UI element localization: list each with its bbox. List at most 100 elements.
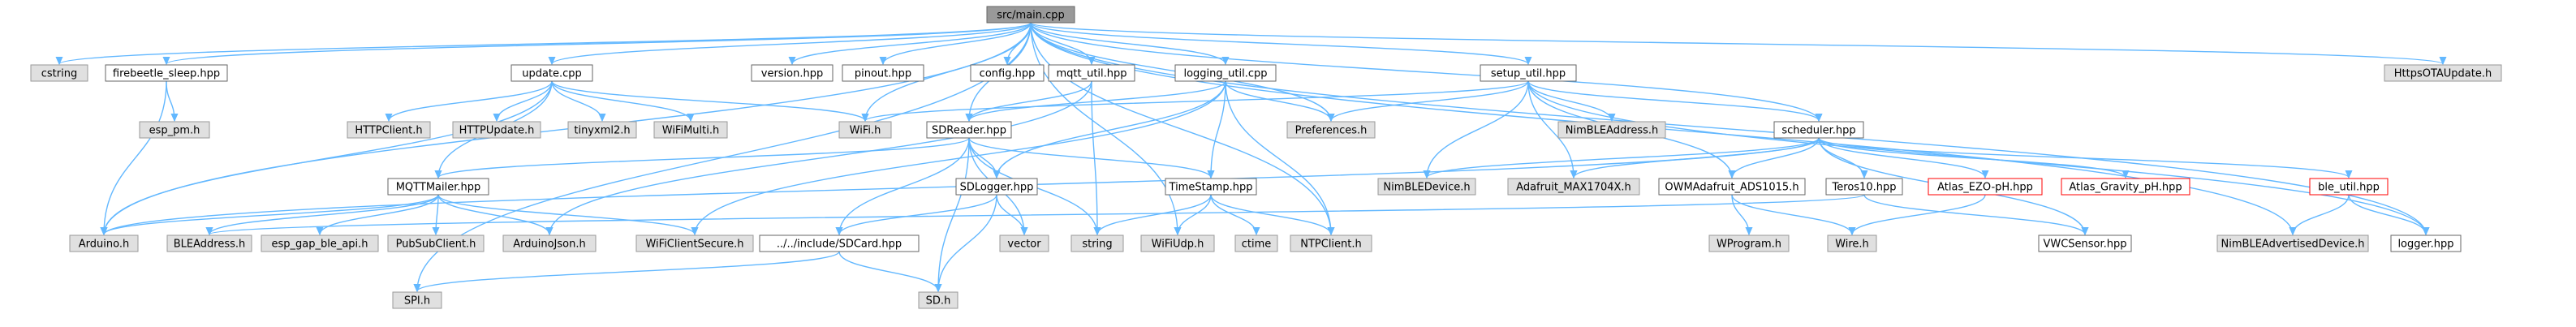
node-owm[interactable]: OWMAdafruit_ADS1015.h — [1658, 178, 1806, 196]
edge-setup_util-to-wifi — [865, 80, 1529, 121]
node-ntpclient-box — [1290, 234, 1372, 252]
node-mqtt_util[interactable]: mqtt_util.hpp — [1048, 64, 1135, 82]
edge-main-to-firebeetle — [166, 22, 1032, 64]
edge-main-to-ntpclient — [1030, 22, 1331, 234]
node-preferences-box — [1286, 121, 1376, 139]
node-setup_util[interactable]: setup_util.hpp — [1480, 64, 1577, 82]
node-tinyxml2: tinyxml2.h — [567, 121, 637, 139]
node-pinout[interactable]: pinout.hpp — [842, 64, 924, 82]
node-spi: SPI.h — [392, 291, 442, 309]
node-nimbledevice-box — [1377, 178, 1476, 196]
edge-main-to-update — [552, 22, 1032, 64]
node-owm-label: OWMAdafruit_ADS1015.h — [1665, 182, 1798, 194]
node-httpclient-label: HTTPClient.h — [355, 125, 422, 137]
node-logger-box — [2390, 234, 2462, 252]
node-max1704x: Adafruit_MAX1704X.h — [1507, 178, 1640, 196]
node-gapble: esp_gap_ble_api.h — [261, 234, 379, 252]
node-wifi-box — [838, 121, 892, 139]
edge-timestamp-to-ctime — [1210, 194, 1256, 234]
node-sdreader[interactable]: SDReader.hpp — [926, 121, 1012, 139]
edge-scheduler-to-ezo — [1818, 137, 1985, 178]
edge-setup_util-to-preferences — [1331, 80, 1529, 121]
node-bleaddress: BLEAddress.h — [166, 234, 252, 252]
node-firebeetle[interactable]: firebeetle_sleep.hpp — [105, 64, 228, 82]
node-sdlogger[interactable]: SDLogger.hpp — [955, 178, 1038, 196]
edge-mqttmailer-to-pubsub — [436, 194, 438, 234]
node-wprogram: WProgram.h — [1708, 234, 1790, 252]
node-timestamp-label: TimeStamp.hpp — [1169, 182, 1253, 194]
edge-setup_util-to-nimbleaddress — [1527, 80, 1612, 121]
node-sdcard[interactable]: ../../include/SDCard.hpp — [759, 234, 920, 252]
node-firebeetle-label: firebeetle_sleep.hpp — [113, 68, 220, 80]
node-pubsub-label: PubSubClient.h — [396, 239, 476, 251]
node-wifimulti-label: WiFiMulti.h — [662, 125, 719, 137]
node-wifi: WiFi.h — [838, 121, 892, 139]
node-string-box — [1070, 234, 1124, 252]
node-logging_util-label: logging_util.cpp — [1183, 68, 1267, 80]
node-wire-label: Wire.h — [1835, 239, 1869, 251]
node-ezo[interactable]: Atlas_EZO-pH.hpp — [1928, 178, 2043, 196]
node-logging_util-box — [1174, 64, 1277, 82]
node-nimbledevice-label: NimBLEDevice.h — [1383, 182, 1470, 194]
node-httpsota: HttpsOTAUpdate.h — [2384, 64, 2502, 82]
node-teros[interactable]: Teros10.hpp — [1825, 178, 1903, 196]
node-timestamp[interactable]: TimeStamp.hpp — [1165, 178, 1257, 196]
edge-sdlogger-to-sd — [938, 194, 997, 291]
edge-main-to-version — [792, 22, 1032, 64]
edge-mqttmailer-to-arduino — [104, 194, 439, 234]
node-firebeetle-box — [105, 64, 228, 82]
node-sd-label: SD.h — [926, 295, 951, 308]
edge-sdlogger-to-sdcard — [839, 194, 997, 234]
node-pinout-label: pinout.hpp — [855, 68, 911, 80]
node-ctime-box — [1234, 234, 1278, 252]
node-ctime: ctime — [1234, 234, 1278, 252]
node-ble_util-label: ble_util.hpp — [2318, 182, 2380, 194]
node-mqttmailer[interactable]: MQTTMailer.hpp — [387, 178, 489, 196]
edge-scheduler-to-ble_util — [1818, 137, 2349, 178]
node-arduinojson: ArduinoJson.h — [502, 234, 597, 252]
node-ble_util-box — [2309, 178, 2389, 196]
node-httpupdate: HTTPUpdate.h — [452, 121, 541, 139]
node-wifimulti: WiFiMulti.h — [653, 121, 728, 139]
node-spi-label: SPI.h — [404, 295, 430, 308]
node-version[interactable]: version.hpp — [751, 64, 834, 82]
edge-owm-to-wire — [1731, 194, 1852, 234]
node-nimbleadv-box — [2216, 234, 2369, 252]
edge-sdreader-to-sd — [938, 137, 970, 291]
node-esp_pm-label: esp_pm.h — [149, 125, 200, 137]
node-gravity[interactable]: Atlas_Gravity_pH.hpp — [2061, 178, 2190, 196]
node-cstring-label: cstring — [41, 68, 77, 80]
node-nimbleaddress: NimBLEAddress.h — [1557, 121, 1666, 139]
node-logging_util[interactable]: logging_util.cpp — [1174, 64, 1277, 82]
node-config[interactable]: config.hpp — [970, 64, 1045, 82]
edge-ble_util-to-logger — [2348, 194, 2426, 234]
node-teros-box — [1825, 178, 1903, 196]
node-sdreader-label: SDReader.hpp — [932, 125, 1006, 137]
node-setup_util-box — [1480, 64, 1577, 82]
node-vwcsensor[interactable]: VWCSensor.hpp — [2038, 234, 2132, 252]
node-setup_util-label: setup_util.hpp — [1491, 68, 1566, 80]
edge-mqttmailer-to-wificlientsecure — [437, 194, 695, 234]
node-wifimulti-box — [653, 121, 728, 139]
node-logger[interactable]: logger.hpp — [2390, 234, 2462, 252]
edge-scheduler-to-gravity — [1818, 137, 2126, 178]
node-httpclient-box — [347, 121, 431, 139]
node-main[interactable]: src/main.cpp — [986, 6, 1075, 24]
edge-logging_util-to-timestamp — [1211, 80, 1226, 178]
node-main-box — [986, 6, 1075, 24]
edge-teros-to-vwcsensor — [1863, 194, 2085, 234]
edge-scheduler-to-nimbledevice — [1427, 137, 1820, 178]
node-scheduler[interactable]: scheduler.hpp — [1773, 121, 1864, 139]
node-vector-label: vector — [1007, 239, 1041, 251]
node-vector: vector — [999, 234, 1049, 252]
edge-mqttmailer-to-bleaddress — [209, 194, 439, 234]
node-ezo-label: Atlas_EZO-pH.hpp — [1937, 182, 2033, 194]
node-wifiudp-label: WiFiUdp.h — [1152, 239, 1204, 251]
node-update[interactable]: update.cpp — [510, 64, 593, 82]
edge-update-to-arduino — [104, 80, 553, 234]
node-scheduler-box — [1773, 121, 1864, 139]
node-httpsota-label: HttpsOTAUpdate.h — [2394, 68, 2492, 80]
node-pinout-box — [842, 64, 924, 82]
edge-sdreader-to-sdcard — [839, 137, 970, 234]
node-ble_util[interactable]: ble_util.hpp — [2309, 178, 2389, 196]
